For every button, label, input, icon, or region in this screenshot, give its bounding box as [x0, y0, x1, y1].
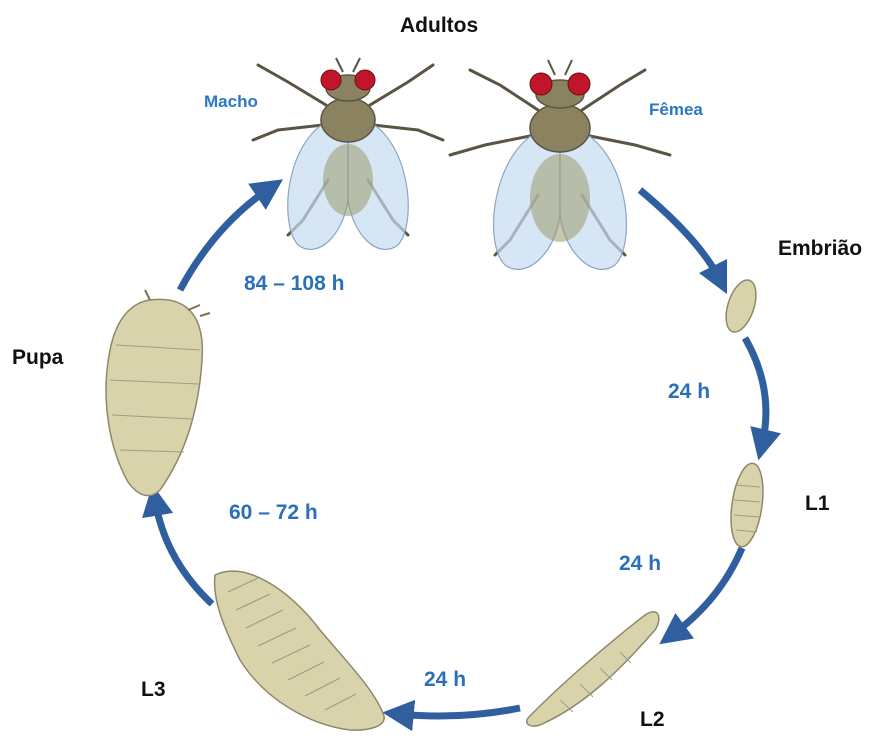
l2-label: L2 [640, 708, 665, 732]
adults-title: Adultos [400, 14, 478, 38]
l1-label: L1 [805, 492, 830, 516]
l1-larva-illustration [726, 461, 767, 548]
embryo-illustration [720, 276, 761, 335]
l3-larva-illustration [215, 571, 385, 730]
duration-embryo-to-l1: 24 h [668, 380, 710, 404]
arrow-l2-to-l3 [398, 708, 520, 716]
male-fly [253, 58, 443, 249]
embryo-label: Embrião [778, 237, 862, 261]
pupa-illustration [106, 290, 210, 496]
duration-l1-to-l2: 24 h [619, 552, 661, 576]
duration-l3-to-pupa: 60 – 72 h [229, 501, 318, 525]
arrow-l1-to-l2 [672, 548, 742, 635]
duration-l2-to-l3: 24 h [424, 668, 466, 692]
female-label: Fêmea [649, 100, 703, 120]
male-label: Macho [204, 92, 258, 112]
pupa-label: Pupa [12, 346, 63, 370]
l3-label: L3 [141, 678, 166, 702]
arrow-embryo-to-l1 [745, 338, 766, 445]
arrow-l3-to-pupa [155, 500, 212, 604]
female-fly [450, 60, 670, 269]
duration-pupa-to-adult: 84 – 108 h [244, 272, 344, 296]
arrow-adult-to-embryo [640, 190, 720, 280]
